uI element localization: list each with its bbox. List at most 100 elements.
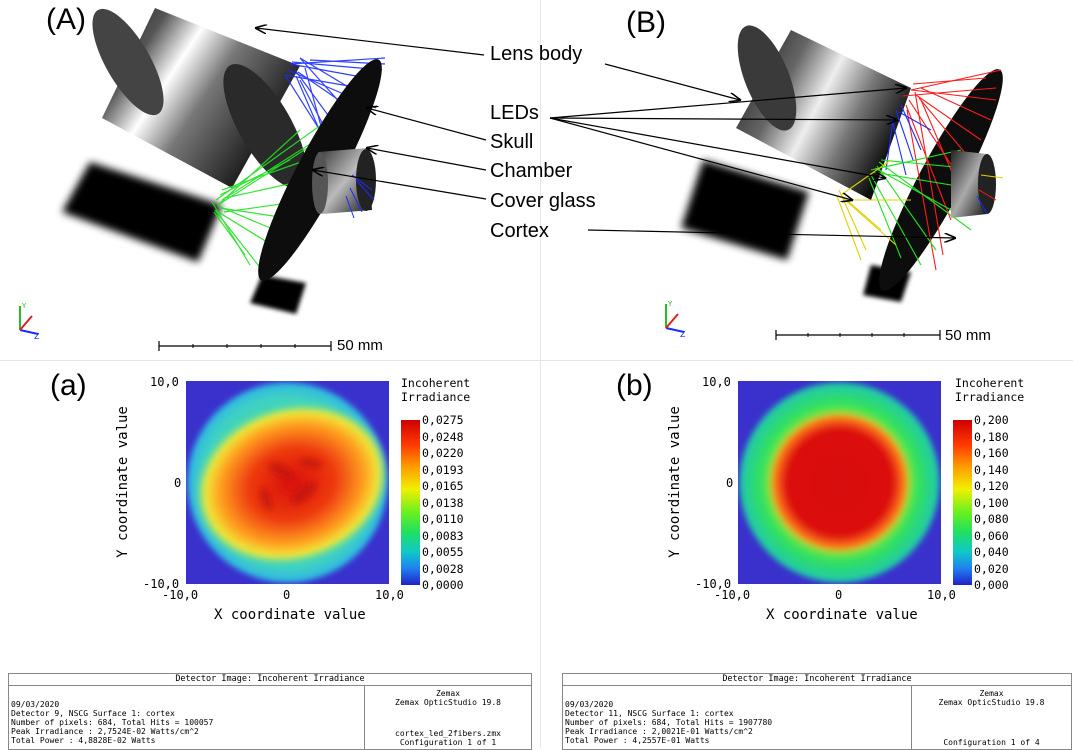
colorbar-a-tick-10: 0,0000 xyxy=(422,578,464,592)
colorbar-title-b-line2: Irradiance xyxy=(955,390,1025,404)
footer-line-a-4: Total Power : 4,8828E-02 Watts xyxy=(11,736,156,745)
colorbar-b-tick-7: 0,060 xyxy=(974,528,1009,543)
colorbar-b-tick-2: 0,160 xyxy=(974,446,1009,460)
footer-right-a-3: Configuration 1 of 1 xyxy=(399,738,497,747)
x-tick-b-mid: 0 xyxy=(835,588,843,602)
y-tick-a-top: 10,0 xyxy=(150,375,179,389)
x-tick-a-right: 10,0 xyxy=(375,588,404,602)
colorbar-a xyxy=(401,420,420,585)
shadow-b xyxy=(681,160,809,260)
colorbar-b-tick-4: 0,120 xyxy=(974,479,1009,493)
colorbar-a-tick-3: 0,0193 xyxy=(422,462,464,477)
axis-triad-icon: Y Z xyxy=(19,302,40,340)
x-axis-title-b: X coordinate value xyxy=(766,607,918,623)
colorbar-b-tick-10: 0,000 xyxy=(974,578,1009,592)
panel-label-A: (A) xyxy=(46,3,86,36)
footer-right-a-0: Zemax xyxy=(435,689,461,698)
callout-lens-body: Lens body xyxy=(490,43,583,65)
colorbar-title-b-line1: Incoherent xyxy=(955,376,1025,390)
panel-label-a: (a) xyxy=(50,369,87,402)
colorbar-b-tick-9: 0,020 xyxy=(974,561,1009,576)
lens-body-a xyxy=(92,8,307,188)
footer-title-b: Detector Image: Incoherent Irradiance xyxy=(563,674,1071,686)
y-tick-b-top: 10,0 xyxy=(702,375,731,389)
colorbar-title-a-line2: Irradiance xyxy=(401,390,471,404)
panel-label-b: (b) xyxy=(616,369,653,402)
panel-b-3d-render xyxy=(681,25,1004,302)
callout-cover-glass: Cover glass xyxy=(490,190,596,212)
detector-footer-b: Detector Image: Incoherent Irradiance 09… xyxy=(562,673,1072,750)
y-tick-b-bottom: -10,0 xyxy=(695,577,732,591)
footer-divider-a xyxy=(364,686,365,749)
colorbar-a-tick-2: 0,0220 xyxy=(422,446,464,460)
footer-line-b-4: Total Power : 4,2557E-01 Watts xyxy=(565,736,710,745)
colorbar-a-tick-9: 0,0028 xyxy=(422,561,464,576)
colorbar-b-tick-8: 0,040 xyxy=(974,545,1009,559)
panel-label-B: (B) xyxy=(626,6,666,39)
svg-text:Z: Z xyxy=(680,330,686,338)
x-tick-a-mid: 0 xyxy=(283,588,291,602)
footer-line-a-2: Number of pixels: 684, Total Hits = 1000… xyxy=(11,718,214,727)
x-tick-a-left: -10,0 xyxy=(162,588,199,602)
colorbar-a-tick-0: 0,0275 xyxy=(422,413,464,427)
detector-footer-a: Detector Image: Incoherent Irradiance 09… xyxy=(8,673,532,750)
colorbar-a-tick-1: 0,0248 xyxy=(422,429,464,444)
scale-bar-b xyxy=(775,330,941,340)
rays-chamber-b xyxy=(976,174,1004,215)
footer-right-b-1: Zemax OpticStudio 19.8 xyxy=(938,698,1045,707)
irradiance-map-a xyxy=(186,381,389,584)
axis-triad-icon: Y Z xyxy=(665,300,686,338)
footer-right-a-2: cortex_led_2fibers.zmx xyxy=(395,729,501,738)
footer-line-b-3: Peak Irradiance : 2,0021E-01 Watts/cm^2 xyxy=(565,727,753,736)
colorbar-a-tick-7: 0,0083 xyxy=(422,528,464,543)
colorbar-b xyxy=(953,420,972,585)
shadow-a-small xyxy=(250,275,306,314)
horizontal-separator xyxy=(0,360,1073,361)
colorbar-a-tick-8: 0,0055 xyxy=(422,545,464,559)
footer-title-a: Detector Image: Incoherent Irradiance xyxy=(9,674,531,686)
scale-bar-a xyxy=(158,341,332,351)
callout-cortex: Cortex xyxy=(490,220,549,242)
y-axis-title-a: Y coordinate value xyxy=(114,406,131,558)
footer-right-b-0: Zemax xyxy=(979,689,1004,698)
y-tick-a-bottom: -10,0 xyxy=(143,577,180,591)
vertical-separator xyxy=(540,0,541,748)
x-axis-title-a: X coordinate value xyxy=(214,607,366,623)
chamber-a xyxy=(312,148,376,214)
x-tick-b-right: 10,0 xyxy=(927,588,956,602)
svg-text:Y: Y xyxy=(21,302,27,310)
footer-line-b-1: Detector 11, NSCG Surface 1: cortex xyxy=(565,709,734,718)
footer-line-b-0: 09/03/2020 xyxy=(565,700,614,709)
colorbar-b-tick-1: 0,180 xyxy=(974,429,1009,444)
svg-text:Z: Z xyxy=(34,332,40,340)
irradiance-map-b xyxy=(738,381,941,584)
colorbar-a-tick-4: 0,0165 xyxy=(422,479,464,493)
y-tick-b-mid: 0 xyxy=(726,476,734,490)
colorbar-a-tick-5: 0,0138 xyxy=(422,495,464,510)
colorbar-title-a-line1: Incoherent xyxy=(401,376,471,390)
colorbar-b-tick-0: 0,200 xyxy=(974,413,1009,427)
footer-line-b-2: Number of pixels: 684, Total Hits = 1907… xyxy=(565,718,773,727)
scale-text-a: 50 mm xyxy=(337,337,383,354)
callout-chamber: Chamber xyxy=(490,160,573,182)
y-axis-title-b: Y coordinate value xyxy=(666,406,683,558)
callout-leds: LEDs xyxy=(490,102,539,124)
callout-skull: Skull xyxy=(490,131,534,153)
x-tick-b-left: -10,0 xyxy=(714,588,751,602)
chamber-b xyxy=(951,150,996,218)
footer-line-a-0: 09/03/2020 xyxy=(11,700,60,709)
shadow-a xyxy=(62,162,222,262)
panel-a-3d-render xyxy=(62,8,386,314)
footer-divider-b xyxy=(911,686,912,749)
colorbar-b-tick-5: 0,100 xyxy=(974,495,1009,510)
scale-text-b: 50 mm xyxy=(945,327,991,344)
colorbar-b-tick-3: 0,140 xyxy=(974,462,1009,477)
footer-line-a-3: Peak Irradiance : 2,7524E-02 Watts/cm^2 xyxy=(11,727,199,736)
svg-text:Y: Y xyxy=(667,300,673,308)
y-tick-a-mid: 0 xyxy=(174,476,182,490)
footer-right-a-1: Zemax OpticStudio 19.8 xyxy=(395,698,501,707)
footer-right-b-3: Configuration 1 of 4 xyxy=(943,738,1040,747)
hot-region-b xyxy=(766,409,913,556)
speckle-a xyxy=(259,457,323,511)
hot-region-a xyxy=(195,403,389,565)
